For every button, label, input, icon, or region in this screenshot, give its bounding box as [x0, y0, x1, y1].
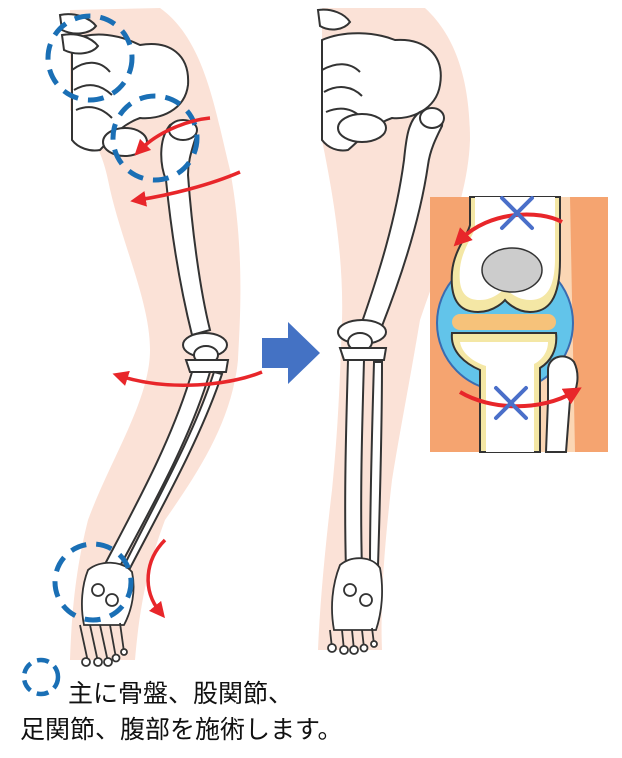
- caption-line-2: 足関節、腹部を施術します。: [20, 715, 343, 744]
- right-pelvis: [316, 8, 442, 152]
- right-foot: [327, 557, 383, 655]
- knee-meniscus: [452, 314, 556, 330]
- left-knee: [182, 332, 230, 373]
- focus-circles: [45, 13, 200, 623]
- right-tibia: [344, 359, 366, 571]
- ankle-focus-circle: [52, 541, 134, 623]
- knee-patella: [481, 247, 543, 293]
- upper-cross-icon: [500, 196, 534, 230]
- caption-text: 主に骨盤、股関節、 足関節、腹部を施術します。: [20, 676, 580, 748]
- hip-focus-circle: [110, 93, 200, 183]
- knee-rotation-arrow: [112, 370, 263, 387]
- left-leg-skin: [70, 8, 241, 660]
- right-femur: [360, 108, 444, 328]
- thigh-rotation-arrow: [130, 170, 241, 207]
- dashed-circle-icon: [21, 657, 61, 697]
- left-pelvis: [58, 13, 190, 157]
- knee-detail-panel: [430, 196, 608, 453]
- transition-arrow-icon: [262, 322, 320, 384]
- right-leg-figure: [316, 8, 470, 655]
- right-knee: [337, 319, 388, 361]
- lumbar-focus-circle: [45, 13, 135, 103]
- hip-rotation-arrow: [134, 116, 211, 156]
- lower-cross-icon: [494, 386, 528, 420]
- caption-line-1: 主に骨盤、股関節、: [68, 679, 294, 708]
- foot-rotation-arrow: [146, 538, 167, 619]
- left-leg-figure: [45, 8, 263, 667]
- rotation-arrows: [112, 116, 263, 619]
